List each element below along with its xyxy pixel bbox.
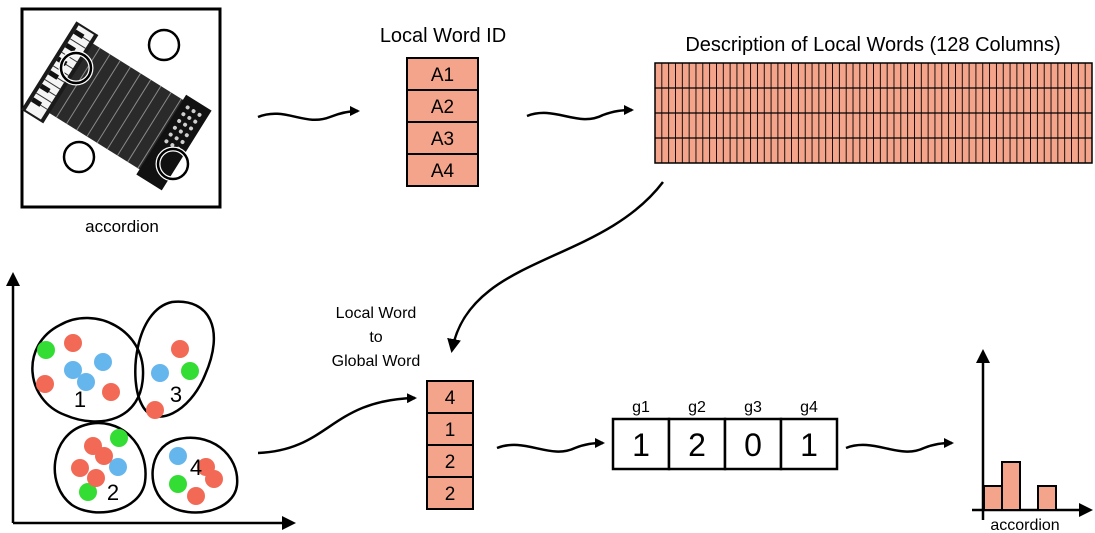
mapping-cell: [426, 412, 474, 446]
flow-arrows: [257, 105, 954, 455]
cluster-2-point: [95, 447, 113, 465]
cluster-points: [36, 334, 223, 505]
global-word-cell: [779, 417, 839, 471]
local-word-id-cell: [406, 89, 479, 123]
cluster-4-point: [169, 475, 187, 493]
local-word-id-cell: [406, 57, 479, 91]
cluster-4-label: 4: [190, 455, 202, 480]
global-word-cell: [611, 417, 671, 471]
local-word-id-label: A3: [431, 129, 454, 150]
mapping-label: 2: [445, 484, 456, 505]
global-word-count: 0: [744, 427, 762, 463]
local-word-id-label: A2: [431, 97, 454, 118]
cluster-2-point: [79, 483, 97, 501]
cluster-1-point: [94, 353, 112, 371]
cluster-1-point: [64, 361, 82, 379]
cluster-2-point: [87, 469, 105, 487]
mapping-cell: [426, 476, 474, 510]
global-word-count: 1: [632, 427, 650, 463]
mapping-title-line-1: Local Word: [336, 305, 417, 322]
arrow-descriptions-to-mapping: [447, 181, 664, 353]
global-word-table: g1 g2 g3 g4 1 2 0 1: [611, 399, 839, 471]
cluster-3-point: [171, 340, 189, 358]
cluster-3-outline: [134, 300, 216, 418]
image-caption: accordion: [85, 217, 159, 236]
cluster-2-label: 2: [107, 480, 119, 505]
mapping-cell: [426, 444, 474, 478]
cluster-1-point: [64, 334, 82, 352]
global-word-header: g1: [632, 399, 650, 416]
mapping-label: 4: [445, 388, 456, 409]
global-word-count: 1: [800, 427, 818, 463]
global-word-header: g4: [800, 399, 818, 416]
cluster-1-outline: [31, 316, 145, 423]
cluster-3-point: [181, 362, 199, 380]
cluster-4-point: [187, 487, 205, 505]
cluster-3-label: 3: [170, 382, 182, 407]
mapping-list: 4 1 2 2: [426, 380, 474, 510]
mapping-title-line-3: Global Word: [332, 353, 421, 370]
local-word-id-label: A4: [431, 161, 455, 182]
global-word-cell: [723, 417, 783, 471]
arrow-image-to-ids: [257, 106, 360, 122]
histogram: accordion: [972, 349, 1093, 533]
accordion-image: [20, 7, 222, 209]
cluster-2-point: [109, 458, 127, 476]
arrow-mapping-to-global: [496, 438, 605, 453]
arrow-ids-to-descriptions: [526, 105, 634, 121]
cluster-4-point: [205, 470, 223, 488]
cluster-4-point: [169, 447, 187, 465]
global-word-count: 2: [688, 427, 706, 463]
keypoint-markers: [58, 27, 191, 182]
description-title: Description of Local Words (128 Columns): [685, 34, 1060, 56]
global-word-header: g3: [744, 399, 762, 416]
cluster-1-point: [37, 341, 55, 359]
histogram-bar: [983, 485, 1003, 511]
histogram-label: accordion: [990, 517, 1059, 533]
cluster-plot: 1 3 2 4: [5, 272, 296, 530]
cluster-4-outline: [151, 436, 239, 514]
local-word-id-title: Local Word ID: [380, 25, 506, 47]
arrow-global-to-histogram: [845, 438, 954, 453]
histogram-bar: [1037, 485, 1057, 511]
mapping-label: 2: [445, 452, 456, 473]
cluster-1-label: 1: [74, 387, 86, 412]
cluster-1-point: [77, 373, 95, 391]
local-word-id-cell: [406, 121, 479, 155]
local-word-id-label: A1: [431, 65, 454, 86]
cluster-1-point: [36, 375, 54, 393]
global-word-cell: [667, 417, 727, 471]
global-word-header: g2: [688, 399, 706, 416]
local-word-id-cell: [406, 153, 479, 187]
mapping-label: 1: [445, 420, 456, 441]
cluster-3-point: [151, 364, 169, 382]
cluster-2-point: [71, 459, 89, 477]
arrow-clusters-to-mapping: [257, 393, 417, 455]
cluster-3-point: [146, 401, 164, 419]
cluster-2-outline: [53, 421, 147, 514]
cluster-2-point: [110, 429, 128, 447]
cluster-1-point: [102, 383, 120, 401]
mapping-title-line-2: to: [369, 329, 382, 346]
histogram-bar: [1001, 461, 1021, 511]
description-grid: [654, 62, 1093, 164]
